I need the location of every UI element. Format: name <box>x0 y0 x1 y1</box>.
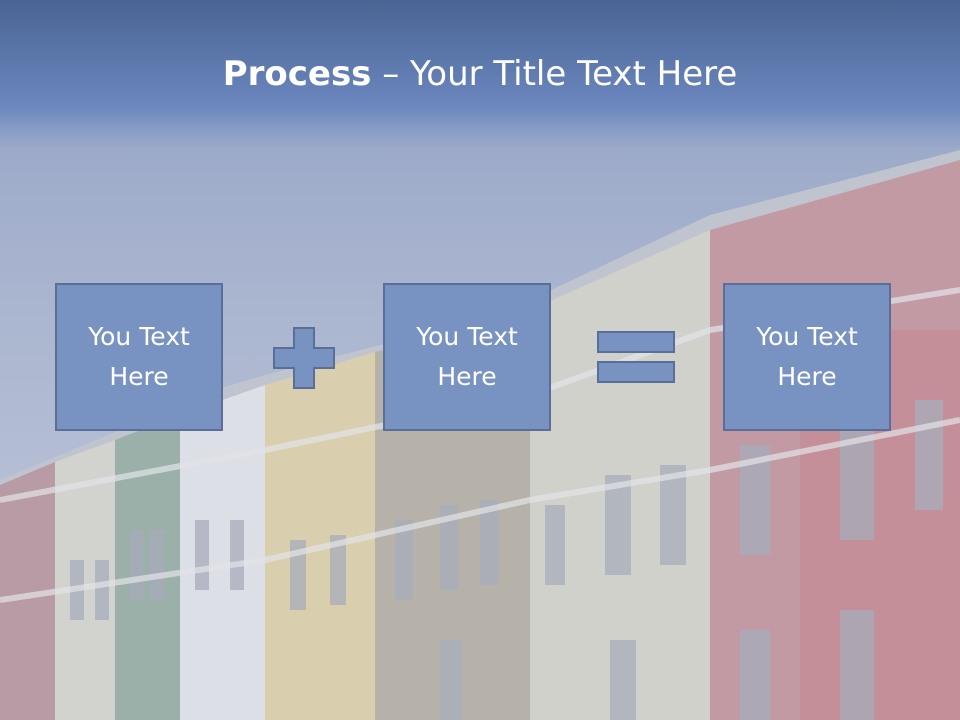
process-box-1[interactable]: You Text Here <box>55 283 223 431</box>
plus-icon <box>273 327 335 389</box>
equals-icon <box>597 331 675 383</box>
title-bold: Process <box>222 54 372 94</box>
title-bar <box>0 0 960 150</box>
process-box-2[interactable]: You Text Here <box>383 283 551 431</box>
process-box-1-label: You Text Here <box>88 322 190 391</box>
title-rest: – Your Title Text Here <box>371 54 738 94</box>
process-box-3-label: You Text Here <box>756 322 858 391</box>
process-box-2-label: You Text Here <box>416 322 518 391</box>
process-box-3[interactable]: You Text Here <box>723 283 891 431</box>
slide-title: Process – Your Title Text Here <box>0 52 960 96</box>
